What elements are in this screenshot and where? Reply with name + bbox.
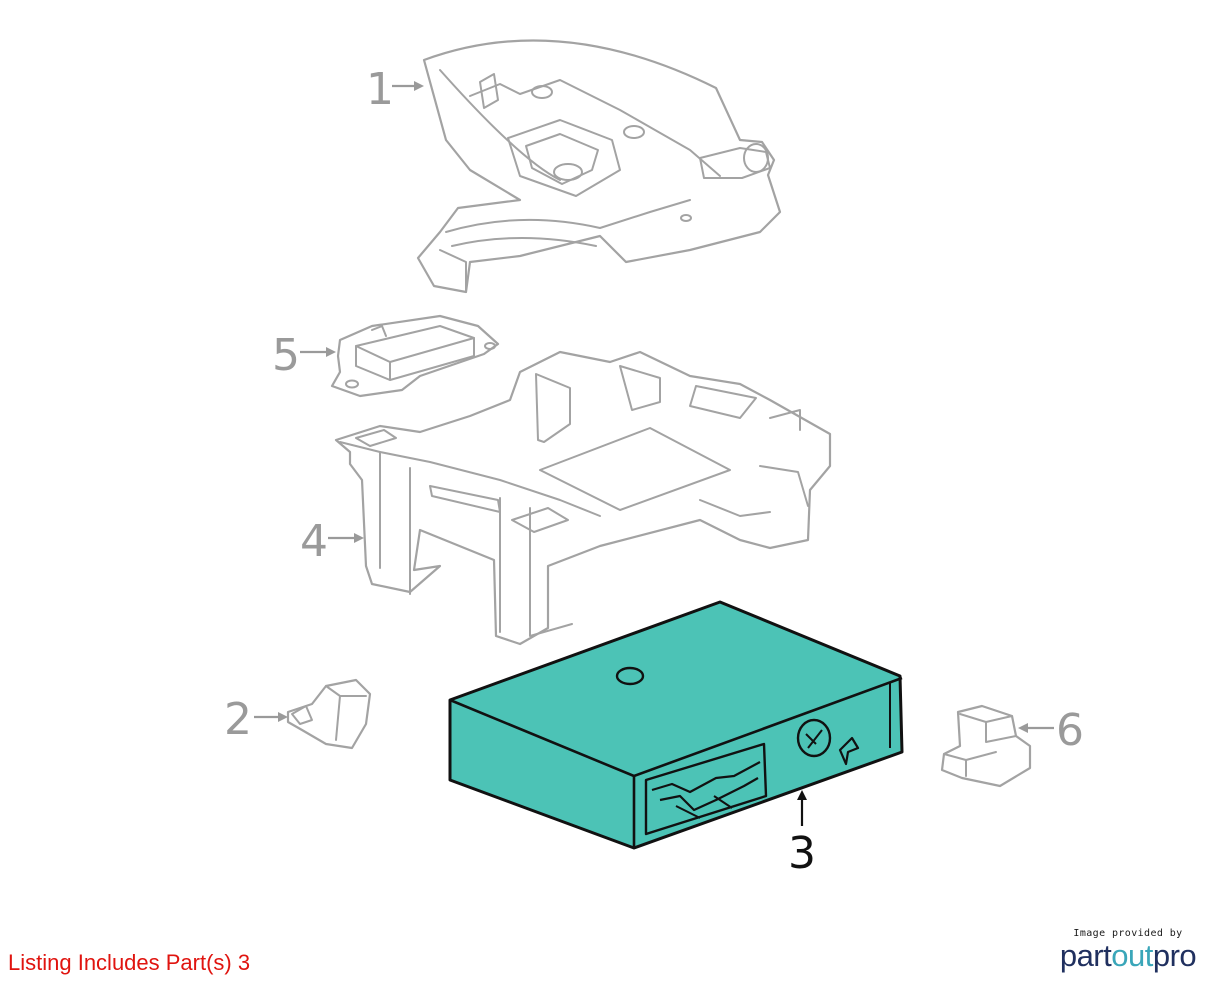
logo-out: out [1111,938,1153,973]
part-5-bracket [330,314,500,398]
callout-5: 5 [272,330,300,381]
image-credit: Image provided by partoutpro [1040,928,1216,973]
listing-note: Listing Includes Part(s) 3 [8,950,251,975]
part-6-clip [940,704,1032,788]
callout-6: 6 [1056,705,1084,756]
partoutpro-logo: partoutpro [1040,939,1216,973]
callout-1: 1 [366,64,394,115]
logo-part: part [1059,938,1112,973]
callout-arrows [254,81,1054,826]
part-3-module-highlighted [448,600,904,850]
credit-caption: Image provided by [1073,928,1183,939]
part-2-clip [286,678,372,750]
part-1-antenna [416,39,782,294]
callout-2: 2 [224,694,252,745]
part-4-mounting-bracket [334,350,832,646]
callout-3: 3 [788,828,816,879]
logo-pro: pro [1152,938,1197,973]
callout-4: 4 [300,516,328,567]
